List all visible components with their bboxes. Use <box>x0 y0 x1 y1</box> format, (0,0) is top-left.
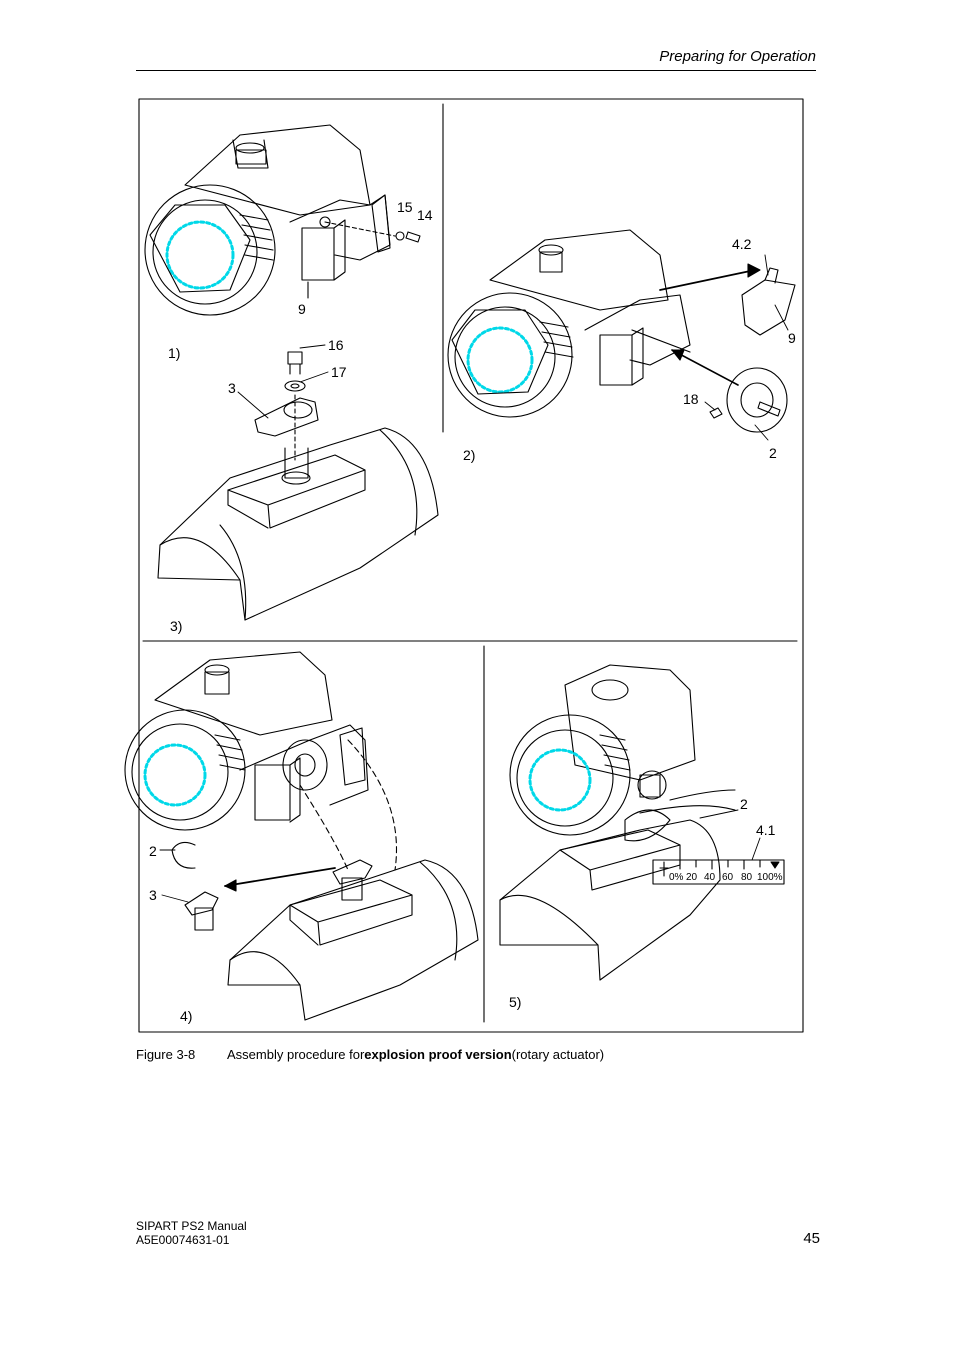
positioner-4 <box>124 651 398 931</box>
positioner-1 <box>144 124 421 316</box>
part-label: 15 <box>397 199 413 215</box>
part-label: 16 <box>328 337 344 353</box>
header-rule <box>136 70 816 71</box>
scale-label: 0% <box>669 872 684 883</box>
footer: SIPART PS2 Manual A5E00074631-01 <box>136 1219 247 1247</box>
part-label: 3 <box>228 380 236 396</box>
positioner-5 <box>509 664 736 842</box>
caption-text: Assembly procedure for <box>227 1047 365 1062</box>
step-label: 1) <box>168 345 180 361</box>
scale-label: 20 <box>686 872 698 883</box>
scale-label: 60 <box>722 872 734 883</box>
footer-manual-title: SIPART PS2 Manual <box>136 1219 247 1233</box>
scale-label: 40 <box>704 872 716 883</box>
part-label: 2 <box>740 796 748 812</box>
hub-parts-1 <box>254 351 319 479</box>
step-label: 2) <box>463 447 475 463</box>
part-label: 2 <box>149 843 157 859</box>
part-label: 18 <box>683 391 699 407</box>
actuator-4 <box>227 859 479 1021</box>
figure-number: Figure 3-8 <box>136 1047 196 1062</box>
footer-order-number: A5E00074631-01 <box>136 1233 230 1247</box>
part-label: 9 <box>788 330 796 346</box>
figure-frame <box>138 98 804 1033</box>
actuator-1 <box>157 427 439 621</box>
part-label: 9 <box>298 301 306 317</box>
part-label: 4.2 <box>732 236 752 252</box>
caption-emphasis: explosion proof version <box>364 1047 512 1062</box>
positioner-2 <box>447 229 796 433</box>
figure-caption: Figure 3-8 Assembly procedure forexplosio… <box>136 1047 604 1062</box>
leader-lines <box>159 254 789 903</box>
step-label: 4) <box>180 1008 192 1024</box>
part-label: 4.1 <box>756 822 776 838</box>
part-label: 17 <box>331 364 347 380</box>
scale-label: 100% <box>757 872 783 883</box>
caption-text-after: (rotary actuator) <box>511 1047 605 1062</box>
scale-4-1 <box>652 859 785 885</box>
step-label: 5) <box>509 994 521 1010</box>
part-label: 2 <box>769 445 777 461</box>
part-label: 14 <box>417 207 433 223</box>
scale-label: 80 <box>741 872 753 883</box>
step-label: 3) <box>170 618 182 634</box>
actuator-5 <box>499 819 721 981</box>
running-header: Preparing for Operation <box>659 48 816 65</box>
part-label: 3 <box>149 887 157 903</box>
page-number: 45 <box>803 1230 820 1247</box>
